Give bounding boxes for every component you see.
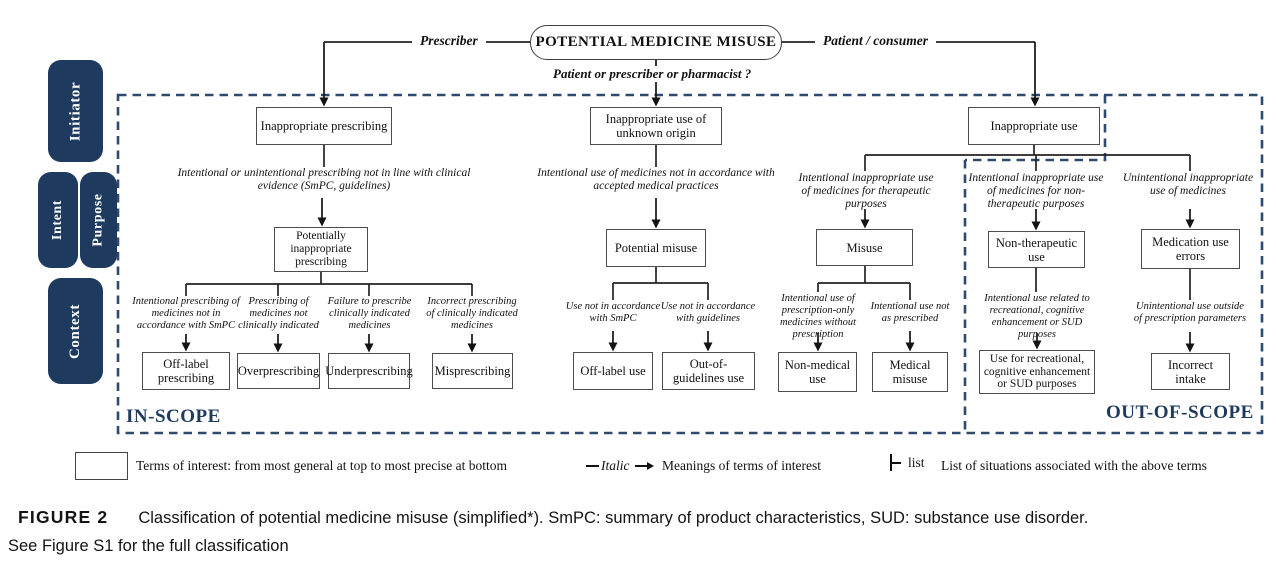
sidebar-label-purpose: Purpose: [90, 193, 106, 247]
meaning-out-of-guidelines-use: Use not in accordance with guidelines: [660, 301, 756, 325]
meaning-misprescribing: Incorrect prescribing of clinically indi…: [426, 296, 518, 332]
meaning-underprescribing: Failure to prescribe clinically indicate…: [327, 296, 412, 332]
initiator-question: Patient or prescriber or pharmacist ?: [545, 66, 760, 82]
node-medication-use-errors: Medication use errors: [1141, 229, 1240, 269]
legend-list-symbol: list: [890, 454, 925, 471]
meaning-unknown-origin: Intentional use of medicines not in acco…: [537, 167, 775, 192]
meaning-therapeutic-purposes: Intentional inappropriate use of medicin…: [798, 172, 934, 210]
legend-italic-word: Italic: [601, 458, 630, 473]
sidebar-pill-purpose: Purpose: [80, 172, 117, 268]
in-scope-label: IN-SCOPE: [126, 406, 221, 427]
legend-list-word: list: [908, 454, 925, 470]
meaning-non-medical-use: Intentional use of prescription-only med…: [779, 293, 857, 341]
node-medical-misuse: Medical misuse: [872, 352, 948, 392]
meaning-unintentional-use: Unintentional inappropriate use of medic…: [1122, 172, 1254, 197]
node-underprescribing: Underprescribing: [325, 353, 413, 389]
meaning-overprescribing: Prescribing of medicines not clinically …: [238, 296, 319, 332]
node-off-label-prescribing: Off-label prescribing: [142, 352, 230, 390]
figure-caption-line2: See Figure S1 for the full classificatio…: [8, 537, 289, 555]
node-out-of-guidelines-use: Out-of-guidelines use: [662, 352, 755, 390]
node-recreational-use: Use for recreational, cognitive enhancem…: [979, 350, 1095, 394]
meaning-recreational-use: Intentional use related to recreational,…: [984, 293, 1090, 341]
legend-term-box-symbol: [75, 452, 128, 480]
legend-dash-icon: [586, 465, 599, 467]
legend-meanings-text: Meanings of terms of interest: [662, 458, 821, 473]
sidebar-label-context: Context: [67, 303, 83, 359]
legend-list-tick-icon: [890, 454, 901, 471]
meaning-off-label-use: Use not in accordance with SmPC: [565, 301, 661, 325]
figure-caption-text: Classification of potential medicine mis…: [138, 509, 1089, 527]
node-off-label-use: Off-label use: [573, 352, 653, 390]
node-incorrect-intake: Incorrect intake: [1151, 353, 1230, 390]
figure-caption-label: FIGURE 2: [18, 507, 109, 527]
node-potential-misuse: Potential misuse: [606, 229, 706, 267]
branch-label-prescriber: Prescriber: [412, 33, 486, 49]
meaning-off-label-prescribing: Intentional prescribing of medicines not…: [132, 296, 240, 332]
meaning-medical-misuse: Intentional use not as prescribed: [870, 301, 950, 325]
meaning-inappropriate-prescribing: Intentional or unintentional prescribing…: [177, 167, 471, 192]
sidebar-pill-context: Context: [48, 278, 103, 384]
branch-label-patient-consumer: Patient / consumer: [815, 33, 937, 49]
legend-list-text: List of situations associated with the a…: [941, 458, 1207, 473]
legend-italic-arrow-symbol: Italic: [586, 458, 654, 474]
node-overprescribing: Overprescribing: [237, 353, 320, 389]
sidebar-label-initiator: Initiator: [67, 81, 84, 141]
node-inappropriate-prescribing: Inappropriate prescribing: [256, 107, 392, 145]
sidebar-pill-intent: Intent: [38, 172, 78, 268]
node-non-medical-use: Non-medical use: [778, 352, 857, 392]
node-misprescribing: Misprescribing: [432, 353, 513, 389]
out-of-scope-label: OUT-OF-SCOPE: [1106, 402, 1254, 423]
node-potentially-inappropriate-prescribing: Potentially inappropriate prescribing: [274, 227, 368, 272]
sidebar-label-intent: Intent: [50, 199, 66, 241]
figure-caption: FIGURE 2 Classification of potential med…: [8, 507, 1270, 556]
meaning-non-therapeutic-purposes: Intentional inappropriate use of medicin…: [968, 172, 1104, 210]
node-inappropriate-use: Inappropriate use: [968, 107, 1100, 145]
legend-arrow-icon: [634, 462, 654, 469]
meaning-incorrect-intake: Unintentional use outside of prescriptio…: [1133, 301, 1247, 325]
root-node-potential-medicine-misuse: POTENTIAL MEDICINE MISUSE: [530, 25, 782, 60]
node-misuse: Misuse: [816, 229, 913, 266]
legend-terms-text: Terms of interest: from most general at …: [136, 458, 507, 473]
sidebar-pill-initiator: Initiator: [48, 60, 103, 162]
node-non-therapeutic-use: Non-therapeutic use: [988, 231, 1085, 268]
node-inappropriate-use-unknown-origin: Inappropriate use of unknown origin: [590, 107, 722, 145]
